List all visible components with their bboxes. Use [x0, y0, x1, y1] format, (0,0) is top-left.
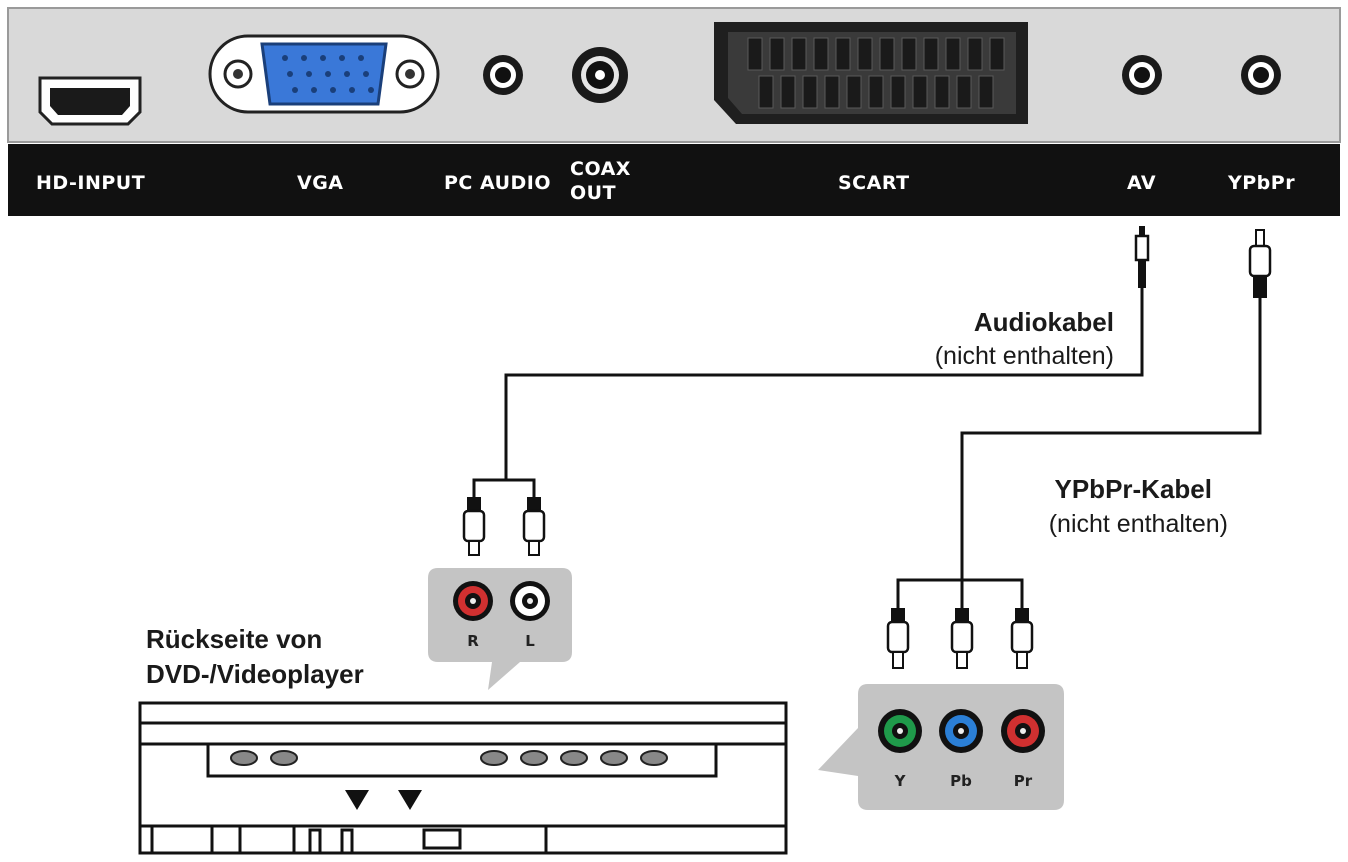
component-jack-pb-label: Pb [950, 772, 972, 790]
component-jack-callout: Y Pb Pr [818, 684, 1064, 810]
tv-connector-panel: HD-INPUT VGA PC AUDIO COAX OUT SCART AV … [7, 7, 1341, 216]
device-title-line2: DVD-/Videoplayer [146, 659, 364, 689]
component-jack-pr-icon [1001, 709, 1045, 753]
port-label-av: AV [1127, 172, 1156, 194]
component-rca-plug-pb-icon [950, 608, 974, 669]
audio-jack-r-label: R [467, 632, 479, 650]
component-jack-pr-label: Pr [1014, 772, 1033, 790]
port-label-hd-input: HD-INPUT [36, 172, 145, 194]
pc-audio-jack-icon [483, 55, 523, 95]
ypbpr-cable-title: YPbPr-Kabel [1055, 474, 1213, 504]
port-label-scart: SCART [838, 172, 910, 194]
component-jack-pb-icon [939, 709, 983, 753]
port-label-vga: VGA [297, 172, 344, 194]
ypbpr-cable-note: (nicht enthalten) [1049, 510, 1228, 538]
audio-rca-plug-l-icon [522, 497, 546, 556]
component-rca-plug-y-icon [886, 608, 910, 669]
port-label-bar [8, 144, 1340, 216]
scart-port-icon [714, 22, 1028, 124]
vga-port-icon [208, 34, 440, 114]
port-label-coax-line2: OUT [570, 182, 616, 204]
down-arrow-icon [398, 790, 422, 810]
port-label-coax-line1: COAX [570, 158, 631, 180]
down-arrow-icon [345, 790, 369, 810]
dvd-player-buttons [230, 750, 668, 766]
device-title-line1: Rückseite von [146, 624, 322, 654]
av-jack-icon [1122, 55, 1162, 95]
port-label-ypbpr: YPbPr [1227, 172, 1295, 194]
coax-out-jack-icon [572, 47, 628, 103]
audio-jack-callout: R L [428, 568, 572, 690]
dvd-player-arrows [345, 790, 422, 810]
dvd-player-rear [138, 701, 788, 855]
audio-jack-l-label: L [525, 632, 535, 650]
audio-cable [472, 288, 1144, 497]
audio-rca-plug-r-icon [462, 497, 486, 556]
component-jack-y-label: Y [894, 772, 907, 790]
audio-mini-plug-icon [1134, 226, 1150, 288]
audio-cable-note: (nicht enthalten) [935, 342, 1114, 370]
audio-cable-title: Audiokabel [974, 307, 1114, 337]
ypbpr-cable [896, 298, 1262, 608]
component-rca-plug-pr-icon [1010, 608, 1034, 669]
ypbpr-jack-icon [1241, 55, 1281, 95]
port-label-pc-audio: PC AUDIO [444, 172, 551, 194]
hdmi-port-icon [38, 76, 142, 126]
ypbpr-rca-plug-icon [1248, 229, 1272, 298]
audio-jack-r-icon [453, 581, 493, 621]
component-jack-y-icon [878, 709, 922, 753]
audio-jack-l-icon [510, 581, 550, 621]
